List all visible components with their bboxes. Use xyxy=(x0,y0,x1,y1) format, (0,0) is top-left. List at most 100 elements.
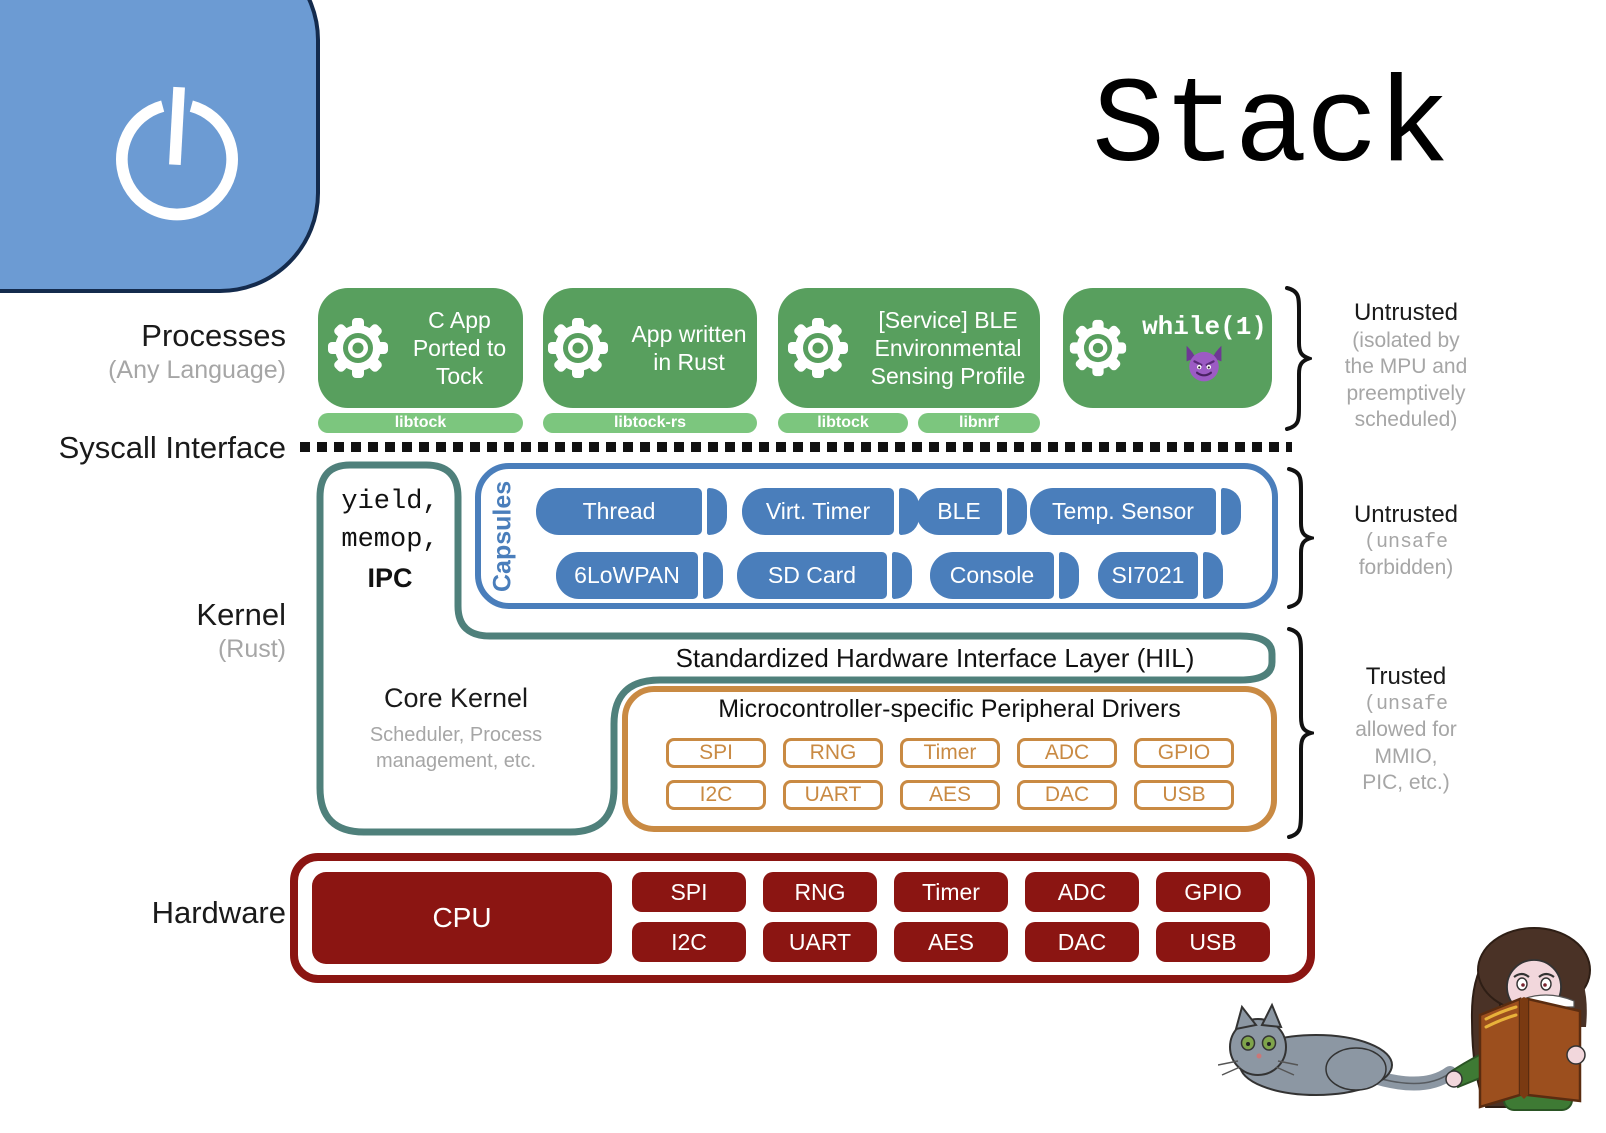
capsule-console: Console xyxy=(930,552,1079,599)
process-box-c-app: C App Ported to Tock xyxy=(318,288,523,408)
capsule-cap xyxy=(899,488,919,535)
driver-chip: Timer xyxy=(900,738,1000,768)
capsule-label: SD Card xyxy=(737,552,887,599)
hardware-chip: Timer xyxy=(894,872,1008,912)
annotation-line: MMIO, xyxy=(1374,744,1438,768)
capsule-cap xyxy=(707,488,727,535)
annotation-capsules: Untrusted (unsafe forbidden) xyxy=(1316,500,1496,582)
annotation-title: Untrusted xyxy=(1353,299,1459,326)
cat-illustration xyxy=(1218,1002,1457,1096)
hardware-chip: I2C xyxy=(632,922,746,962)
label-processes-sub: (Any Language) xyxy=(108,356,286,384)
core-kernel: Core Kernel Scheduler, Process managemen… xyxy=(330,683,582,774)
syscall-memop: memop, xyxy=(341,524,439,555)
annotation-line: scheduled) xyxy=(1354,408,1458,432)
gear-icon xyxy=(788,318,848,378)
core-kernel-title: Core Kernel xyxy=(383,683,529,713)
process-box-title: while(1) xyxy=(1142,312,1267,342)
capsule-label: Temp. Sensor xyxy=(1030,488,1216,535)
label-kernel-sub: (Rust) xyxy=(217,635,286,663)
annotation-line: allowed for xyxy=(1355,718,1457,742)
driver-row: I2C UART AES DAC USB xyxy=(640,780,1260,810)
capsule-label: 6LoWPAN xyxy=(556,552,698,599)
capsule-sd-card: SD Card xyxy=(737,552,912,599)
annotation-line: preemptively xyxy=(1346,381,1466,405)
capsule-label: BLE xyxy=(916,488,1002,535)
annotation-trusted: Trusted (unsafe allowed for MMIO, PIC, e… xyxy=(1316,662,1496,797)
hardware-chip: USB xyxy=(1156,922,1270,962)
devil-emoji-icon xyxy=(1187,345,1222,382)
process-box-ble-service: [Service] BLE Environmental Sensing Prof… xyxy=(778,288,1040,408)
driver-chip: USB xyxy=(1134,780,1234,810)
kernel-syscalls: yield, memop, IPC xyxy=(320,484,460,597)
annotation-line: (unsafe xyxy=(1363,531,1448,554)
driver-chip: DAC xyxy=(1017,780,1117,810)
driver-chip: UART xyxy=(783,780,883,810)
annotation-line: PIC, etc.) xyxy=(1362,771,1450,795)
annotation-title: Trusted xyxy=(1365,663,1447,690)
lib-bar: libtock xyxy=(778,413,908,433)
capsule-temp-sensor: Temp. Sensor xyxy=(1030,488,1241,535)
driver-chip: ADC xyxy=(1017,738,1117,768)
syscall-yield: yield, xyxy=(341,487,439,517)
annotation-processes: Untrusted (isolated by the MPU and preem… xyxy=(1316,298,1496,434)
driver-chip: GPIO xyxy=(1134,738,1234,768)
label-processes: Processes xyxy=(141,318,286,353)
lib-bar: libtock xyxy=(318,413,523,433)
brace xyxy=(1287,627,1314,839)
driver-row: SPI RNG Timer ADC GPIO xyxy=(640,738,1260,768)
cpu-box: CPU xyxy=(312,872,612,964)
process-box-while1: while(1) xyxy=(1063,288,1272,408)
capsule-cap xyxy=(1203,552,1223,599)
core-kernel-sub: Scheduler, Process xyxy=(369,724,543,746)
syscall-interface-divider xyxy=(300,442,1292,452)
label-hardware: Hardware xyxy=(151,895,286,930)
label-syscall: Syscall Interface xyxy=(58,430,286,465)
gear-icon xyxy=(1069,319,1127,377)
annotation-line: (unsafe xyxy=(1363,693,1448,716)
gear-icon xyxy=(327,318,388,378)
driver-chip: I2C xyxy=(666,780,766,810)
capsules-label: Capsules xyxy=(488,480,517,592)
girl-illustration xyxy=(1445,927,1591,1111)
core-kernel-sub: management, etc. xyxy=(375,750,537,772)
capsule-label: Virt. Timer xyxy=(742,488,894,535)
annotation-title: Untrusted xyxy=(1353,501,1459,528)
driver-chip: SPI xyxy=(666,738,766,768)
hardware-chip: UART xyxy=(763,922,877,962)
lib-bar: libtock-rs xyxy=(543,413,757,433)
process-box-title: C App Ported to Tock xyxy=(412,306,507,390)
driver-chip: RNG xyxy=(783,738,883,768)
capsule-cap xyxy=(1007,488,1027,535)
capsule-cap xyxy=(1221,488,1241,535)
process-box-rust-app: App written in Rust xyxy=(543,288,757,408)
process-box-title: [Service] BLE Environmental Sensing Prof… xyxy=(870,306,1026,390)
capsule-cap xyxy=(703,552,723,599)
annotation-line: the MPU and xyxy=(1344,355,1468,379)
capsule-virt-timer: Virt. Timer xyxy=(742,488,919,535)
hardware-row: I2C UART AES DAC USB xyxy=(632,922,1292,962)
capsule-label: Console xyxy=(930,552,1054,599)
capsule-label: Thread xyxy=(536,488,702,535)
process-box-title: App written in Rust xyxy=(631,320,747,375)
peripheral-drivers-title: Microcontroller-specific Peripheral Driv… xyxy=(718,695,1181,723)
hardware-chip: ADC xyxy=(1025,872,1139,912)
hardware-chip: GPIO xyxy=(1156,872,1270,912)
capsule-thread: Thread xyxy=(536,488,727,535)
capsule-label: SI7021 xyxy=(1098,552,1198,599)
capsule-si7021: SI7021 xyxy=(1098,552,1223,599)
hardware-row: SPI RNG Timer ADC GPIO xyxy=(632,872,1292,912)
label-kernel: Kernel xyxy=(196,597,286,632)
hil-layer: Standardized Hardware Interface Layer (H… xyxy=(675,643,1195,673)
capsule-ble: BLE xyxy=(916,488,1027,535)
tock-logo xyxy=(0,0,320,293)
page-title: Stack xyxy=(1091,58,1450,197)
hardware-chip: SPI xyxy=(632,872,746,912)
lib-bar: libnrf xyxy=(918,413,1040,433)
hardware-chip: DAC xyxy=(1025,922,1139,962)
power-icon xyxy=(116,86,238,221)
annotation-line: forbidden) xyxy=(1358,556,1454,580)
brace xyxy=(1287,467,1314,609)
